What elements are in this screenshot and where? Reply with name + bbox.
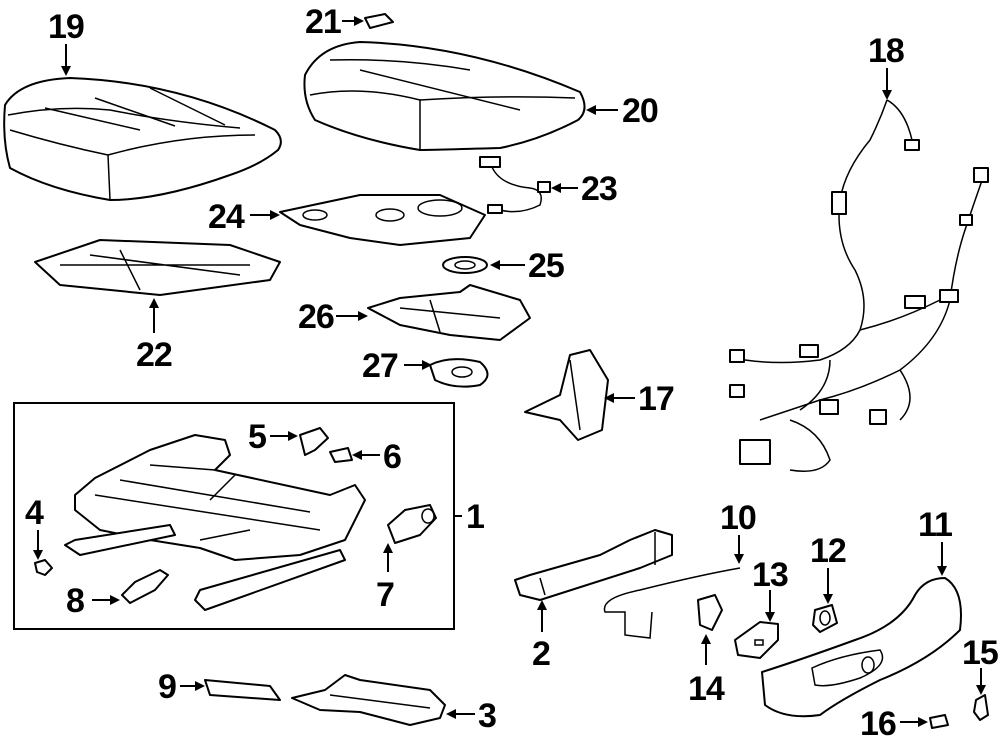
part-2-side-shield: [514, 529, 673, 601]
part-13-switch: [734, 621, 779, 659]
callout-2: 2: [532, 635, 550, 673]
callout-23: 23: [581, 170, 617, 208]
callout-15: 15: [962, 634, 998, 672]
callout-1: 1: [466, 498, 484, 536]
part-3-bracket: [291, 674, 446, 726]
callout-26: 26: [298, 298, 334, 336]
callout-4: 4: [25, 494, 44, 532]
callout-6: 6: [383, 438, 401, 476]
part-9-trim: [204, 679, 281, 701]
callout-20: 20: [622, 92, 658, 130]
callout-12: 12: [810, 532, 846, 570]
part-10-cable: [603, 567, 741, 639]
part-4-clip: [34, 559, 53, 576]
part-20-cushion-pad: [303, 41, 586, 151]
part-12-knob: [812, 604, 838, 633]
part-17-trim-cover: [524, 349, 609, 441]
part-8-switch: [121, 569, 169, 604]
callout-22: 22: [136, 336, 172, 374]
callout-8: 8: [66, 582, 84, 620]
part-22-seat-pan: [34, 239, 281, 296]
part-7-motor: [387, 504, 437, 544]
part-25-ring: [442, 256, 488, 274]
part-14-bracket: [697, 594, 723, 631]
callout-21: 21: [305, 3, 341, 41]
callout-11: 11: [918, 506, 952, 544]
part-23-heater-harness: [479, 156, 551, 214]
callout-16: 16: [860, 705, 896, 743]
callout-3: 3: [478, 697, 496, 735]
part-26-bracket: [367, 284, 531, 341]
part-15-cap: [973, 694, 989, 721]
callout-5: 5: [248, 418, 266, 456]
callout-19: 19: [48, 8, 84, 46]
callout-9: 9: [158, 668, 176, 706]
callout-18: 18: [868, 32, 904, 70]
part-27-module: [429, 358, 489, 388]
part-18-wiring-harness: [729, 99, 989, 472]
callout-27: 27: [362, 347, 398, 385]
callout-17: 17: [638, 380, 674, 418]
callout-10: 10: [720, 499, 756, 537]
callout-7: 7: [376, 576, 394, 614]
part-6-clip: [329, 447, 353, 463]
part-5-bracket: [299, 427, 329, 456]
callout-13: 13: [752, 556, 788, 594]
part-21-pad: [364, 13, 394, 29]
part-16-cap: [929, 714, 949, 729]
callout-25: 25: [528, 247, 564, 285]
part-24-heater-element: [279, 194, 486, 246]
callout-14: 14: [688, 670, 725, 708]
part-19-cushion-cover: [3, 77, 282, 201]
part-seat-frame: [64, 434, 366, 611]
callout-24: 24: [208, 198, 245, 236]
part-11-side-panel: [761, 577, 962, 718]
